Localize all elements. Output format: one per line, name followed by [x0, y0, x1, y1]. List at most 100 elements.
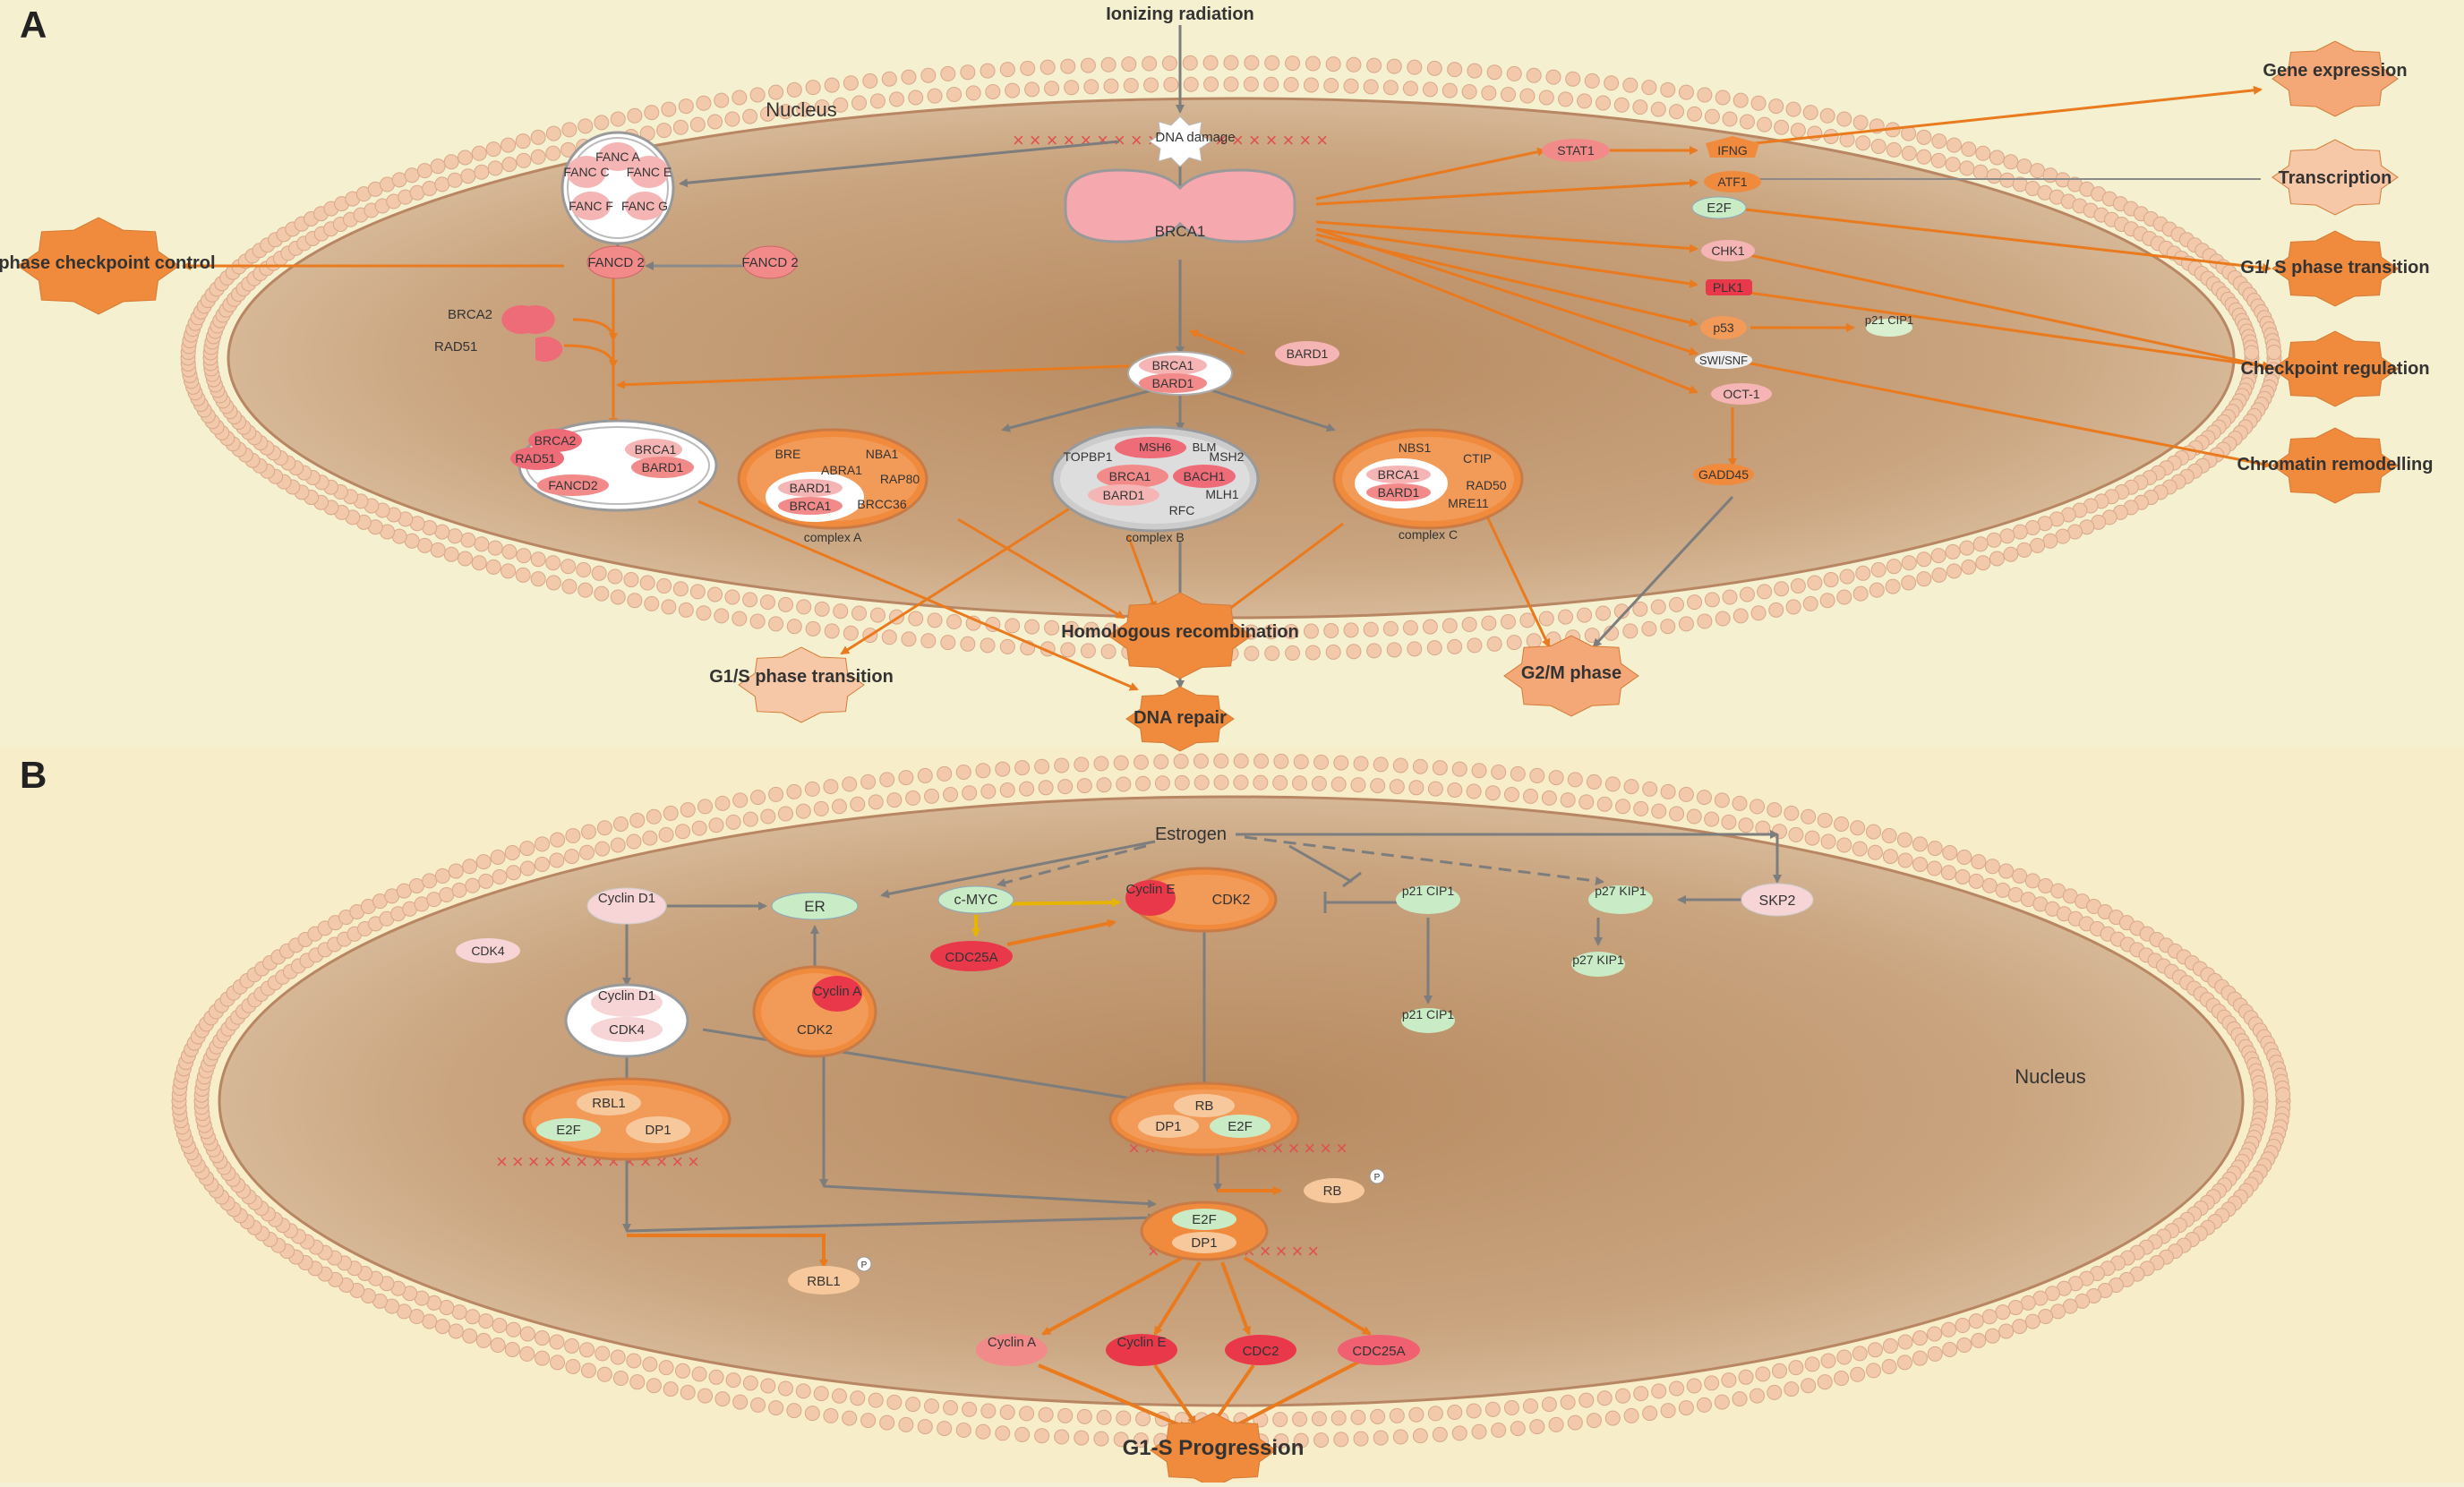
chk1-node[interactable]: CHK1 [1701, 240, 1755, 261]
membrane-bead [1660, 81, 1676, 98]
p21-node-b[interactable]: p21 CIP1 [1401, 1007, 1455, 1033]
gadd45-node[interactable]: GADD45 [1693, 464, 1754, 485]
skp2-node[interactable]: SKP2 [1741, 883, 1814, 917]
membrane-bead [2266, 345, 2282, 361]
membrane-bead [1264, 55, 1280, 71]
complex-b[interactable]: MSH6 BLM TOPBP1 MSH2 BRCA1 BACH1 BARD1 M… [1050, 425, 1260, 544]
nucleus-label-a: Nucleus [766, 98, 836, 121]
fanc-complex[interactable]: FANC A FANC C FANC E FANC F FANC G [560, 131, 675, 245]
outcome-dna-repair: DNA repair [1134, 708, 1227, 728]
membrane-bead [644, 105, 660, 121]
brca2-complex[interactable]: BRCA2 RAD51 BRCA1 BARD1 FANCD2 [510, 419, 718, 512]
dna-damage-node[interactable]: DNA damage [1149, 115, 1236, 167]
cdc2-target[interactable]: CDC2 [1225, 1335, 1296, 1365]
e2f-node[interactable]: E2F [1691, 196, 1747, 219]
cyclin-d1-node[interactable]: Cyclin D1 [586, 887, 667, 925]
rad51-node[interactable]: RAD51 [434, 337, 563, 362]
membrane-bead [1998, 863, 2015, 879]
membrane-bead [1389, 779, 1405, 795]
membrane-bead [1897, 1334, 1913, 1350]
membrane-bead [1567, 772, 1583, 788]
p53-node[interactable]: p53 [1700, 316, 1747, 339]
swisnf-node[interactable]: SWI/SNF [1695, 351, 1752, 369]
rbl1-e2f-dp1-node[interactable]: RBL1 E2F DP1 [522, 1077, 732, 1161]
fancd2-mono-node[interactable]: FANCD 2 [586, 245, 646, 279]
membrane-bead [804, 1406, 820, 1422]
oct1-node[interactable]: OCT-1 [1711, 383, 1772, 405]
bard1-node[interactable]: BARD1 [1275, 341, 1339, 366]
membrane-bead [1223, 76, 1239, 92]
membrane-bead [1901, 575, 1917, 591]
cdc25a-node[interactable]: CDC25A [930, 941, 1013, 971]
p27-node[interactable]: p27 KIP1 [1588, 884, 1653, 914]
cyclin-e-target[interactable]: Cyclin E [1106, 1334, 1177, 1366]
cyclin-d1-cdk4-node[interactable]: Cyclin D1 CDK4 [564, 983, 689, 1058]
membrane-bead [1426, 60, 1442, 76]
membrane-bead [1750, 605, 1767, 621]
membrane-bead [1183, 76, 1199, 92]
membrane-bead [1732, 92, 1749, 108]
membrane-bead [1116, 1410, 1132, 1426]
plk1-node[interactable]: PLK1 [1706, 279, 1752, 295]
membrane-bead [1057, 1407, 1074, 1423]
brca1-node[interactable]: BRCA1 [1064, 168, 1296, 244]
gear-g1s-icon [2272, 230, 2399, 307]
membrane-bead [595, 1346, 611, 1362]
membrane-bead [1896, 832, 1912, 848]
membrane-bead [946, 86, 962, 102]
orange-edges-b [626, 919, 1372, 1430]
membrane-bead [1451, 1425, 1467, 1441]
p21-node-a[interactable]: p21 CIP1 [1865, 313, 1913, 337]
rb-dp1-e2f-node[interactable]: RB DP1 E2F [1108, 1081, 1300, 1157]
membrane-bead [1426, 640, 1442, 656]
rb-phospho-node[interactable]: RB P [1304, 1168, 1385, 1203]
membrane-bead [1064, 620, 1080, 637]
membrane-bead [1330, 1410, 1347, 1426]
membrane-bead [1927, 1326, 1943, 1342]
membrane-bead [1715, 90, 1731, 106]
membrane-bead [805, 80, 821, 96]
cyclin-e-cdk2-node[interactable]: Cyclin E CDK2 [1125, 867, 1278, 933]
membrane-bead [1732, 795, 1748, 811]
rbl1-phospho-node[interactable]: RBL1 P [788, 1256, 872, 1295]
membrane-bead [1984, 859, 2000, 875]
cyclin-a-cdk2-node[interactable]: Cyclin A CDK2 [752, 965, 877, 1058]
brca1-bard1-node[interactable]: BRCA1 BARD1 [1127, 351, 1233, 396]
nuclear-membrane-b [171, 753, 2291, 1449]
membrane-bead [1927, 860, 1943, 876]
rbl1-label: RBL1 [592, 1096, 626, 1111]
membrane-bead [1538, 611, 1554, 627]
membrane-bead [404, 167, 420, 184]
er-node[interactable]: ER [771, 892, 859, 920]
e2f-dp1-node[interactable]: E2F DP1 [1140, 1201, 1269, 1261]
cyclin-a-target[interactable]: Cyclin A [976, 1334, 1048, 1366]
membrane-bead [1313, 754, 1330, 770]
brca2-node[interactable]: BRCA2 [448, 304, 555, 334]
membrane-bead [1447, 782, 1463, 798]
membrane-bead [1852, 1346, 1868, 1362]
p27-b-label: p27 KIP1 [1572, 953, 1624, 967]
membrane-bead [443, 154, 459, 170]
fanc-e-node [598, 142, 637, 171]
membrane-bead [1678, 786, 1694, 802]
cdc25a-target[interactable]: CDC25A [1338, 1335, 1420, 1365]
membrane-bead [612, 1371, 629, 1387]
complex-c[interactable]: NBS1 CTIP BRCA1 BARD1 RAD50 MRE11 comple… [1332, 428, 1524, 542]
stat1-node[interactable]: STAT1 [1542, 139, 1610, 162]
cmyc-label: c-MYC [954, 893, 998, 908]
p21-node[interactable]: p21 CIP1 [1396, 884, 1460, 914]
ifng-node[interactable]: IFNG [1706, 136, 1759, 158]
cdk4-node[interactable]: CDK4 [456, 938, 520, 963]
p27-node-b[interactable]: p27 KIP1 [1571, 952, 1625, 977]
membrane-bead [2030, 537, 2046, 553]
membrane-bead [626, 833, 642, 850]
outcome-homologous-recombination: Homologous recombination [1061, 622, 1299, 642]
membrane-bead [1704, 592, 1720, 608]
cyclin-e-target-label: Cyclin E [1116, 1335, 1166, 1350]
atf1-node[interactable]: ATF1 [1704, 171, 1761, 192]
complex-a[interactable]: BRE NBA1 ABRA1 RAP80 BARD1 BRCA1 BRCC36 … [737, 428, 928, 544]
membrane-bead [1750, 1388, 1765, 1404]
membrane-bead [732, 90, 748, 106]
cmyc-node[interactable]: c-MYC [937, 885, 1014, 914]
fancd2-node[interactable]: FANCD 2 [741, 245, 799, 279]
